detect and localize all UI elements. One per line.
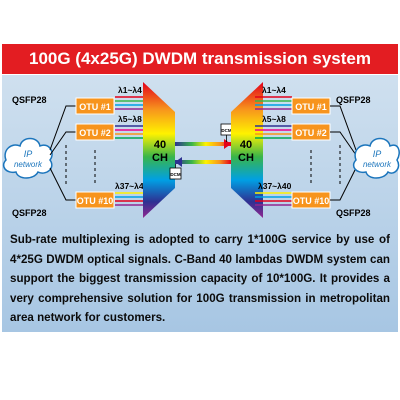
cloud-icon [2, 137, 53, 179]
svg-text:OTU #10: OTU #10 [293, 196, 330, 206]
svg-text:OTU #1: OTU #1 [79, 102, 111, 112]
diagram-panel [2, 75, 398, 332]
left-lambda-1: λ1~λ4 [118, 85, 142, 95]
right-fan-lines [330, 105, 357, 201]
right-qsfp-top: QSFP28 [336, 95, 371, 105]
arrow-icon [175, 157, 182, 167]
svg-text:CH: CH [152, 152, 168, 164]
svg-text:OTU #2: OTU #2 [79, 128, 111, 138]
arrow-icon [224, 139, 231, 149]
right-lambda-2: λ5~λ8 [262, 114, 286, 124]
right-lambda-1: λ1~λ4 [262, 85, 286, 95]
trunk-lines [175, 139, 231, 167]
right-qsfp-bottom: QSFP28 [336, 208, 371, 218]
right-network-label-2: network [363, 160, 392, 169]
dcm-label-bottom: DCM [170, 172, 180, 177]
svg-text:OTU #2: OTU #2 [295, 128, 327, 138]
dcm-box-icon: DCM [169, 164, 182, 180]
left-network-label-2: network [14, 160, 43, 169]
svg-text:OTU #10: OTU #10 [77, 196, 114, 206]
right-otu-1: OTU #1 [291, 97, 331, 115]
left-otu-2: OTU #2 [75, 123, 115, 141]
left-qsfp-top: QSFP28 [12, 95, 47, 105]
left-lambda-2: λ5~λ8 [118, 114, 142, 124]
right-ip-network: IP network [352, 137, 400, 179]
right-mux: 40 CH [231, 82, 263, 218]
right-network-label-1: IP [373, 149, 382, 159]
svg-text:40: 40 [154, 139, 166, 151]
left-lambda-3: λ37~λ40 [115, 181, 149, 191]
left-network-label-1: IP [24, 149, 33, 159]
right-otu-2: OTU #2 [291, 123, 331, 141]
left-otu-10: OTU #10 [75, 191, 115, 209]
svg-text:CH: CH [238, 152, 254, 164]
description-text: Sub-rate multiplexing is adopted to carr… [10, 233, 390, 324]
left-qsfp-bottom: QSFP28 [12, 208, 47, 218]
page-title: 100G (4x25G) DWDM transmission system [2, 44, 398, 74]
svg-text:40: 40 [240, 139, 252, 151]
dcm-label-top: DCM [221, 128, 231, 133]
left-mux: 40 CH [143, 82, 175, 218]
right-wavelength-lines [255, 96, 292, 206]
dcm-box-icon: DCM [220, 123, 233, 142]
left-otu-1: OTU #1 [75, 97, 115, 115]
right-lambda-3: λ37~λ40 [258, 181, 292, 191]
svg-text:OTU #1: OTU #1 [295, 102, 327, 112]
right-otu-10: OTU #10 [291, 191, 331, 209]
cloud-icon [352, 137, 400, 179]
left-ip-network: IP network [2, 137, 53, 179]
left-fan-lines [49, 105, 76, 201]
